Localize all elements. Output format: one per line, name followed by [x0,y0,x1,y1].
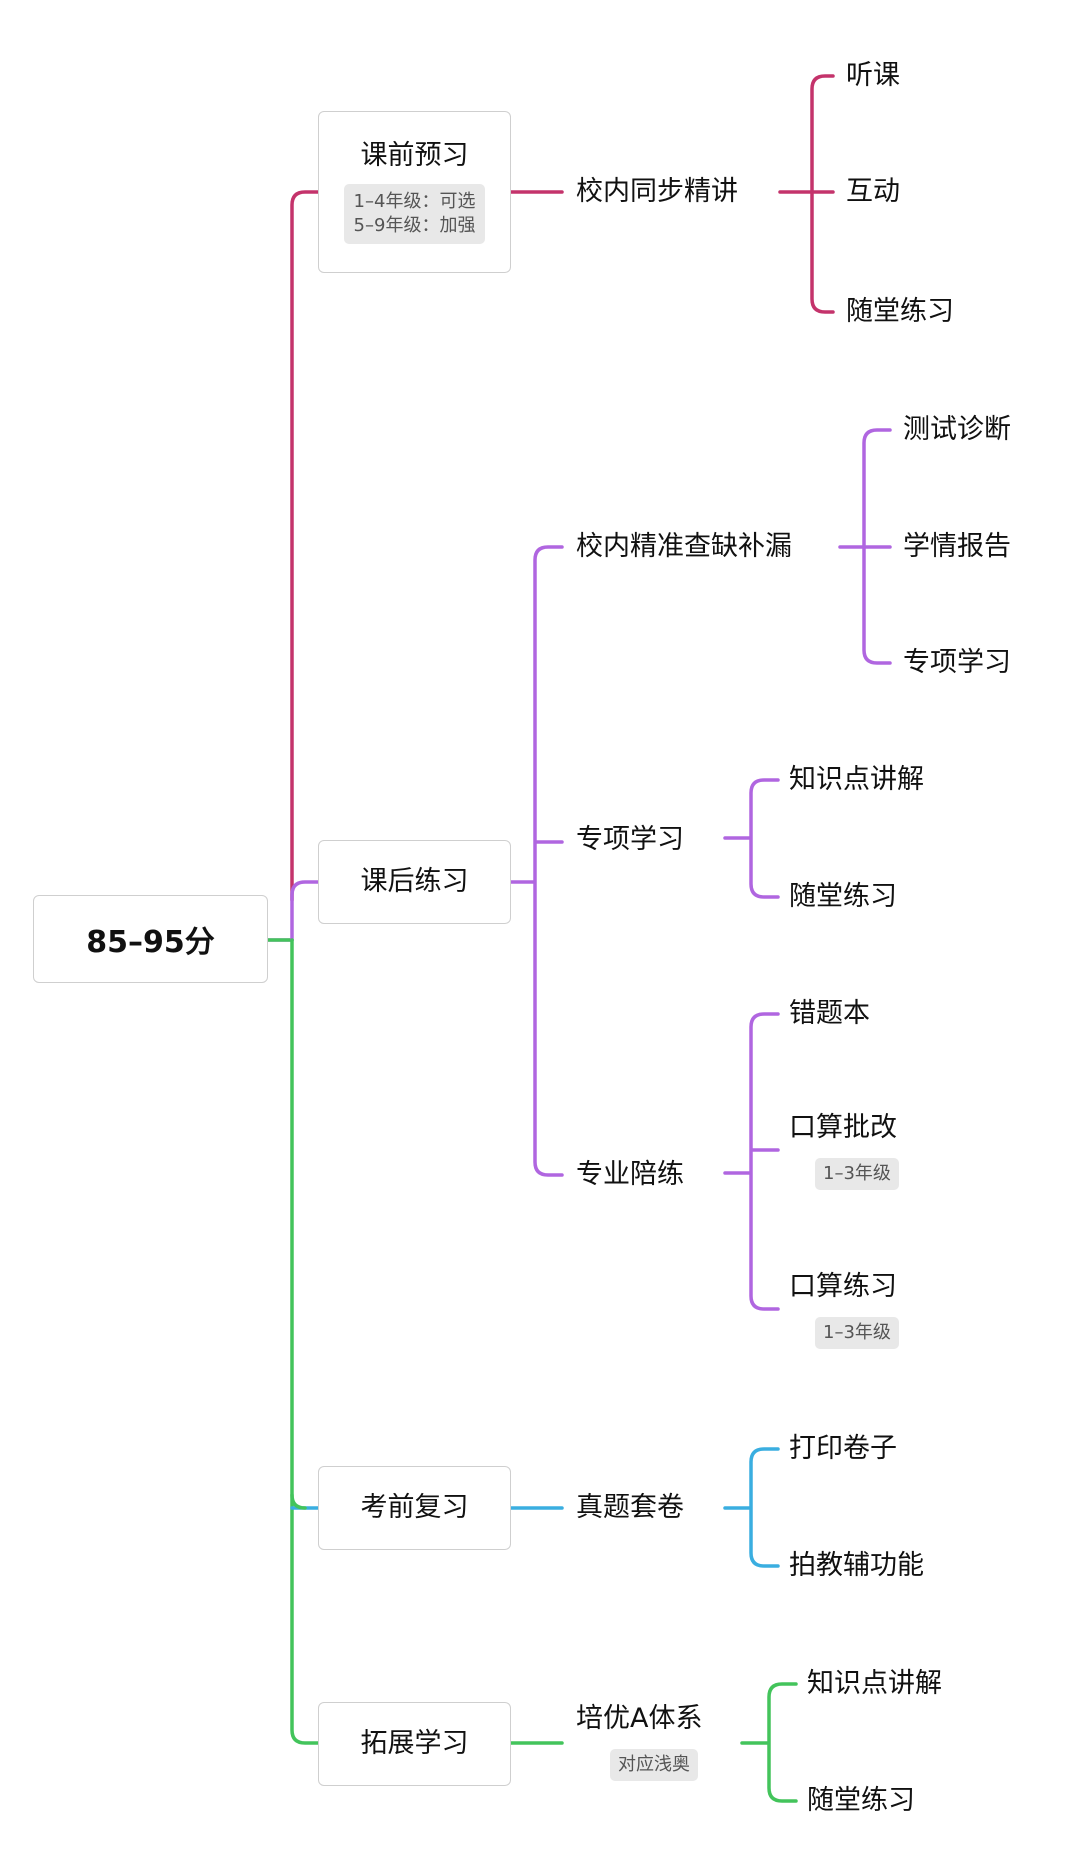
child-node-exam[interactable]: 真题套卷 [576,1492,684,1523]
wire-trunk-post [290,880,320,942]
wire-post-c2-leaves [723,778,780,899]
branch-node-pre[interactable]: 课前预习 1–4年级：可选 5–9年级：加强 [318,111,511,273]
child-node-post-0[interactable]: 校内精准查缺补漏 [576,531,792,562]
leaf-post-1-0[interactable]: 知识点讲解 [789,764,924,795]
wire-pre-leaves [778,74,835,314]
child-node-ext-tag: 对应浅奥 [610,1749,698,1781]
leaf-post-2-2-tag: 1–3年级 [815,1317,899,1349]
branch-node-exam[interactable]: 考前复习 [318,1466,511,1550]
root-node[interactable]: 85–95分 [33,895,268,983]
leaf-pre-0[interactable]: 听课 [846,60,900,91]
child-node-post-1[interactable]: 专项学习 [576,824,684,855]
child-node-pre[interactable]: 校内同步精讲 [576,176,738,207]
branch-node-post[interactable]: 课后练习 [318,840,511,924]
branch-label-post: 课后练习 [360,866,469,897]
leaf-ext-0[interactable]: 知识点讲解 [807,1668,942,1699]
leaf-post-0-1[interactable]: 学情报告 [903,531,1011,562]
branch-label-exam: 考前复习 [360,1492,469,1523]
branch-note-pre: 1–4年级：可选 5–9年级：加强 [343,184,486,244]
wire-trunk-ext [290,938,320,1745]
wire-post-c1-leaves [838,428,892,665]
leaf-post-2-1-tag: 1–3年级 [815,1158,899,1190]
leaf-post-0-0[interactable]: 测试诊断 [903,414,1011,445]
wire-exam-leaves [723,1447,780,1568]
leaf-post-1-1[interactable]: 随堂练习 [789,881,897,912]
child-node-post-2[interactable]: 专业陪练 [576,1159,684,1190]
leaf-post-2-1[interactable]: 口算批改 [789,1112,897,1143]
branch-label-ext: 拓展学习 [360,1728,469,1759]
wire-post-c3-leaves [723,1012,780,1311]
wire-post-child [509,545,564,1177]
wire-trunk-exam-join [290,1493,307,1510]
leaf-post-0-2[interactable]: 专项学习 [903,647,1011,678]
leaf-exam-1[interactable]: 拍教辅功能 [789,1550,924,1581]
leaf-ext-1[interactable]: 随堂练习 [807,1785,915,1816]
leaf-post-2-0[interactable]: 错题本 [789,998,870,1029]
wire-trunk-pre [290,190,320,902]
child-node-ext[interactable]: 培优A体系 [576,1703,703,1734]
branch-label-pre: 课前预习 [360,140,469,171]
branch-node-ext[interactable]: 拓展学习 [318,1702,511,1786]
leaf-pre-1[interactable]: 互动 [846,176,900,207]
wire-ext-leaves [740,1682,798,1803]
leaf-pre-2[interactable]: 随堂练习 [846,296,954,327]
leaf-post-2-2[interactable]: 口算练习 [789,1271,897,1302]
leaf-exam-0[interactable]: 打印卷子 [789,1433,897,1464]
root-label: 85–95分 [86,925,215,960]
